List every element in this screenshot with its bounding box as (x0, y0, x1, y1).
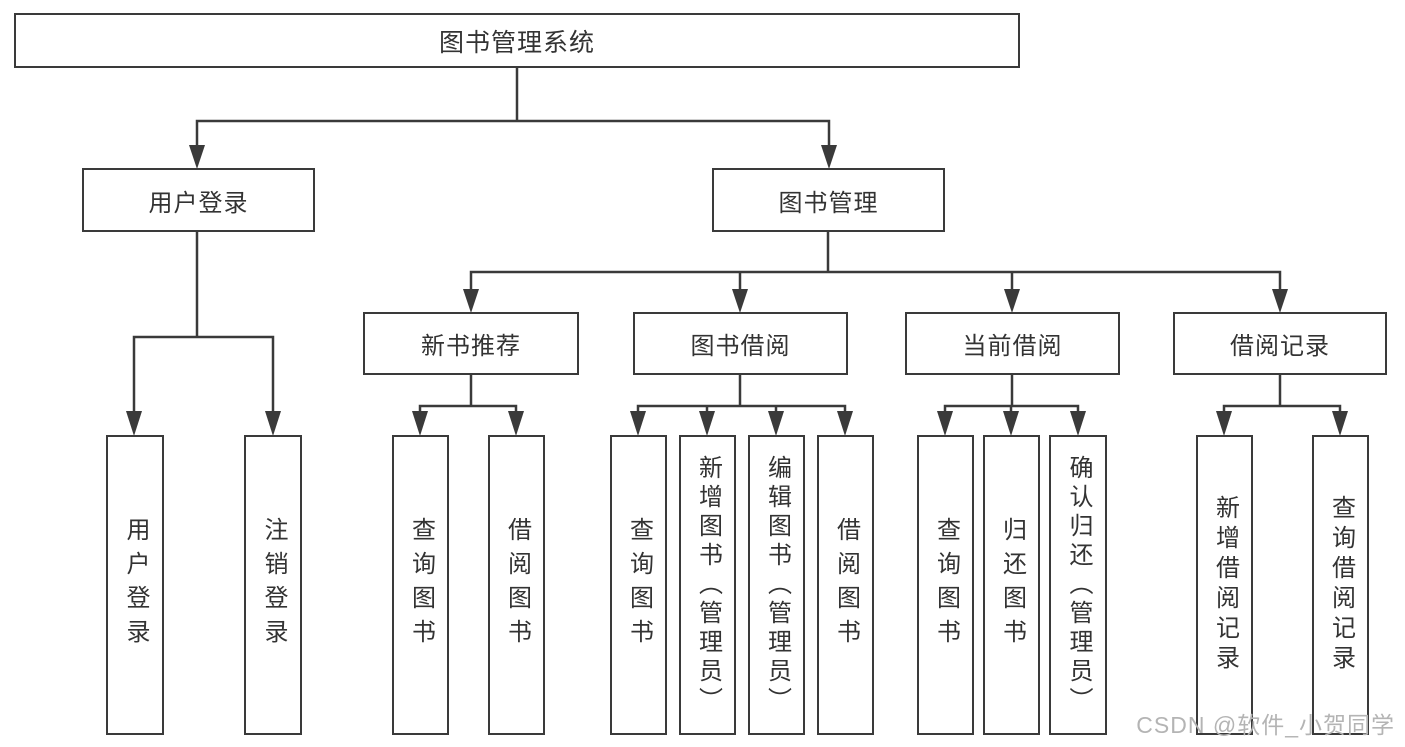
csdn-watermark: CSDN @软件_小贺同学 (1136, 712, 1395, 738)
node-new-book-recommendation: 新书推荐 (363, 312, 579, 375)
node-root-system-label: 图书管理系统 (438, 28, 595, 57)
leaf-current-query-books: 查询图书 (917, 435, 974, 735)
leaf-add-books-admin: 新增图书（管理员） (679, 435, 736, 735)
leaf-query-borrow-record-label: 查询借阅记录 (1327, 495, 1355, 675)
leaf-edit-books-admin-label: 编辑图书（管理员） (763, 454, 791, 716)
node-user-login-module-label: 用户登录 (148, 189, 249, 217)
node-current-borrowing: 当前借阅 (905, 312, 1120, 375)
leaf-confirm-return-admin: 确认归还（管理员） (1049, 435, 1107, 735)
leaf-logout: 注销登录 (244, 435, 302, 735)
leaf-edit-books-admin: 编辑图书（管理员） (748, 435, 805, 735)
leaf-recommend-query-books-label: 查询图书 (407, 517, 435, 653)
leaf-user-login-label: 用户登录 (122, 517, 149, 653)
leaf-recommend-query-books: 查询图书 (392, 435, 449, 735)
node-borrowing-records-label: 借阅记录 (1230, 333, 1330, 360)
node-book-borrowing: 图书借阅 (633, 312, 848, 375)
node-current-borrowing-label: 当前借阅 (962, 333, 1063, 360)
leaf-recommend-borrow-books-label: 借阅图书 (503, 517, 531, 653)
leaf-borrowing-query-books: 查询图书 (610, 435, 667, 735)
arrowheads (126, 145, 1348, 436)
leaf-add-borrow-record-label: 新增借阅记录 (1211, 495, 1239, 675)
leaf-borrowing-borrow-books: 借阅图书 (817, 435, 874, 735)
leaf-return-books-label: 归还图书 (998, 517, 1026, 653)
node-book-borrowing-label: 图书借阅 (690, 333, 791, 360)
node-borrowing-records: 借阅记录 (1173, 312, 1387, 375)
node-root-system: 图书管理系统 (14, 13, 1020, 68)
leaf-logout-label: 注销登录 (260, 517, 287, 653)
leaf-confirm-return-admin-label: 确认归还（管理员） (1065, 454, 1092, 716)
leaf-borrowing-borrow-books-label: 借阅图书 (832, 517, 860, 653)
leaf-return-books: 归还图书 (983, 435, 1040, 735)
node-new-book-recommendation-label: 新书推荐 (421, 333, 521, 360)
leaf-recommend-borrow-books: 借阅图书 (488, 435, 545, 735)
node-book-management-module: 图书管理 (712, 168, 945, 232)
leaf-current-query-books-label: 查询图书 (932, 517, 960, 653)
leaf-user-login: 用户登录 (106, 435, 164, 735)
leaf-borrowing-query-books-label: 查询图书 (625, 517, 653, 653)
node-book-management-module-label: 图书管理 (778, 189, 879, 217)
node-user-login-module: 用户登录 (82, 168, 315, 232)
leaf-add-borrow-record: 新增借阅记录 (1196, 435, 1253, 735)
leaf-add-books-admin-label: 新增图书（管理员） (694, 454, 722, 716)
leaf-query-borrow-record: 查询借阅记录 (1312, 435, 1369, 735)
